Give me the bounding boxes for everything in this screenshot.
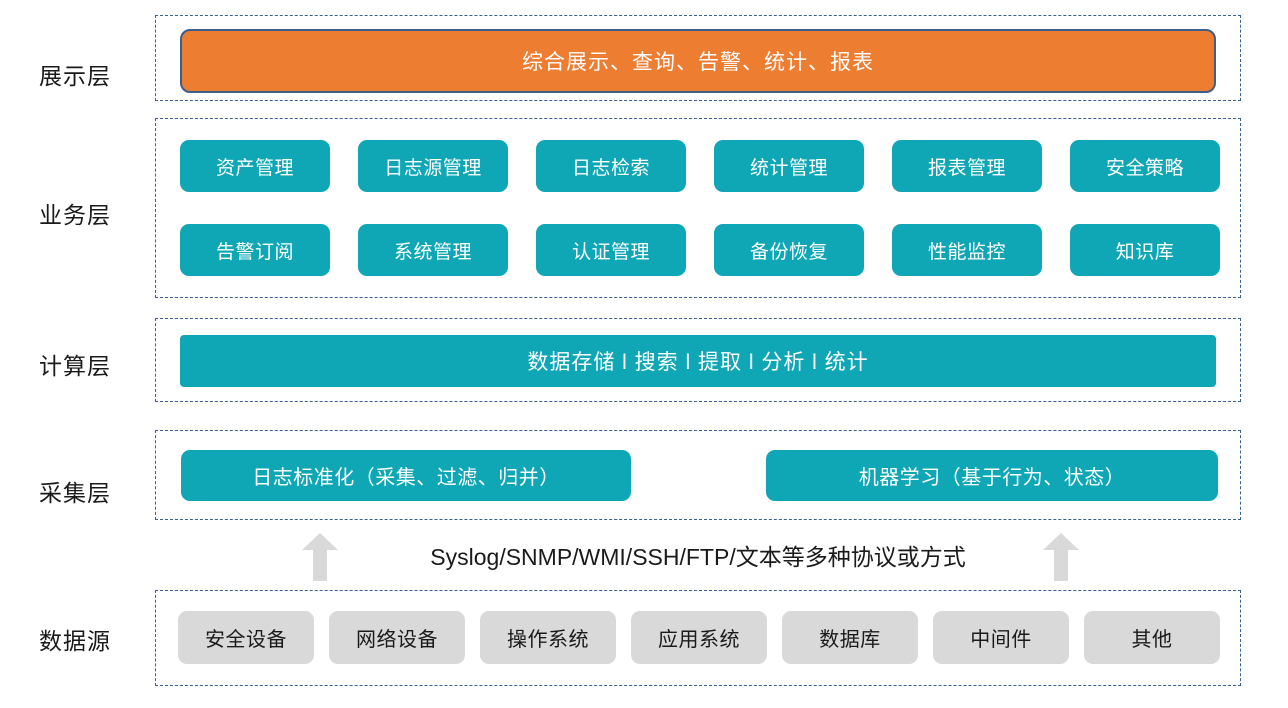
- business-grid: 资产管理 日志源管理 日志检索 统计管理 报表管理 安全策略 告警订阅 系统管理…: [180, 140, 1220, 276]
- computing-layer-container: 数据存储 l 搜索 l 提取 l 分析 l 统计: [155, 318, 1241, 402]
- collection-layer-container: 日志标准化（采集、过滤、归并） 机器学习（基于行为、状态）: [155, 430, 1241, 520]
- datasource-box-middleware: 中间件: [933, 611, 1069, 664]
- datasource-box-other: 其他: [1084, 611, 1220, 664]
- collection-box-log-normalization: 日志标准化（采集、过滤、归并）: [181, 450, 631, 501]
- up-arrow-icon: [1043, 533, 1079, 581]
- business-box-system-mgmt: 系统管理: [358, 224, 508, 276]
- computing-banner: 数据存储 l 搜索 l 提取 l 分析 l 统计: [180, 335, 1216, 387]
- label-computing-layer: 计算层: [39, 353, 111, 379]
- business-box-backup-restore: 备份恢复: [714, 224, 864, 276]
- business-box-security-policy: 安全策略: [1070, 140, 1220, 192]
- business-box-log-search: 日志检索: [536, 140, 686, 192]
- business-box-alert-subscribe: 告警订阅: [180, 224, 330, 276]
- datasource-box-app-system: 应用系统: [631, 611, 767, 664]
- label-collection-layer: 采集层: [39, 480, 111, 506]
- business-box-knowledge-base: 知识库: [1070, 224, 1220, 276]
- business-row-1: 资产管理 日志源管理 日志检索 统计管理 报表管理 安全策略: [180, 140, 1220, 192]
- protocol-text: Syslog/SNMP/WMI/SSH/FTP/文本等多种协议或方式: [430, 544, 966, 570]
- label-business-layer: 业务层: [39, 202, 111, 228]
- datasource-box-database: 数据库: [782, 611, 918, 664]
- business-layer-container: 资产管理 日志源管理 日志检索 统计管理 报表管理 安全策略 告警订阅 系统管理…: [155, 118, 1241, 298]
- business-box-logsource-mgmt: 日志源管理: [358, 140, 508, 192]
- collection-row: 日志标准化（采集、过滤、归并） 机器学习（基于行为、状态）: [181, 450, 1218, 501]
- datasource-box-security-device: 安全设备: [178, 611, 314, 664]
- business-box-perf-monitor: 性能监控: [892, 224, 1042, 276]
- business-row-2: 告警订阅 系统管理 认证管理 备份恢复 性能监控 知识库: [180, 224, 1220, 276]
- presentation-layer-container: 综合展示、查询、告警、统计、报表: [155, 15, 1241, 101]
- datasource-layer-container: 安全设备 网络设备 操作系统 应用系统 数据库 中间件 其他: [155, 590, 1241, 686]
- datasource-box-network-device: 网络设备: [329, 611, 465, 664]
- business-box-auth-mgmt: 认证管理: [536, 224, 686, 276]
- business-box-report-mgmt: 报表管理: [892, 140, 1042, 192]
- label-datasource-layer: 数据源: [39, 628, 111, 654]
- protocol-row: Syslog/SNMP/WMI/SSH/FTP/文本等多种协议或方式: [155, 528, 1241, 584]
- datasource-box-os: 操作系统: [480, 611, 616, 664]
- presentation-banner: 综合展示、查询、告警、统计、报表: [180, 29, 1216, 93]
- business-box-stats-mgmt: 统计管理: [714, 140, 864, 192]
- business-box-asset-mgmt: 资产管理: [180, 140, 330, 192]
- up-arrow-icon: [302, 533, 338, 581]
- collection-box-machine-learning: 机器学习（基于行为、状态）: [766, 450, 1218, 501]
- datasource-row: 安全设备 网络设备 操作系统 应用系统 数据库 中间件 其他: [178, 611, 1220, 664]
- label-presentation-layer: 展示层: [39, 63, 111, 89]
